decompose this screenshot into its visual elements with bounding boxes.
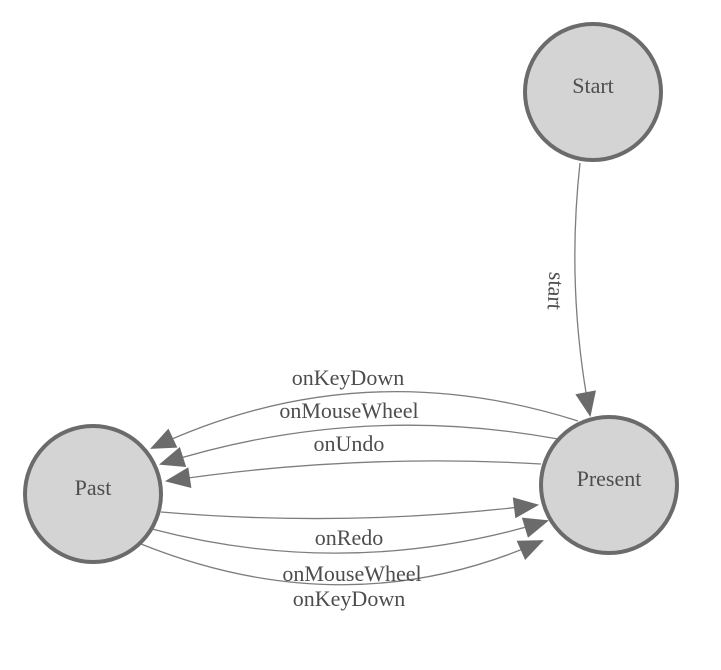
state-node-start[interactable]: Start [523, 22, 663, 162]
transition-label-onMouseWheel: onMouseWheel [279, 398, 418, 423]
transition-label-onUndo: onUndo [314, 431, 385, 456]
transition-labels: startonKeyDownonMouseWheelonUndoonRedoon… [279, 271, 569, 611]
transition-edge-start [574, 162, 596, 418]
state-node-past[interactable]: Past [23, 424, 163, 564]
state-circle-start[interactable] [523, 22, 663, 162]
transition-label-onKeyDown: onKeyDown [293, 586, 405, 611]
state-label-start: Start [572, 73, 614, 98]
state-node-present[interactable]: Present [539, 415, 679, 555]
state-circle-past[interactable] [23, 424, 163, 564]
transition-edge-onMouseWheel [151, 517, 550, 554]
transition-label-onKeyDown: onKeyDown [292, 365, 404, 390]
state-label-present: Present [577, 466, 642, 491]
transition-edge-onKeyDown [150, 391, 579, 449]
state-label-past: Past [75, 475, 112, 500]
transition-edge-onKeyDown [140, 540, 544, 586]
transition-edge-onUndo [164, 460, 542, 488]
transition-edge-onRedo [160, 497, 540, 520]
state-circle-present[interactable] [539, 415, 679, 555]
transition-edge-onMouseWheel [158, 424, 559, 468]
transition-label-onRedo: onRedo [315, 525, 383, 550]
transition-label-start: start [543, 271, 570, 310]
transition-edges [140, 162, 596, 586]
transition-label-onMouseWheel: onMouseWheel [282, 561, 421, 586]
